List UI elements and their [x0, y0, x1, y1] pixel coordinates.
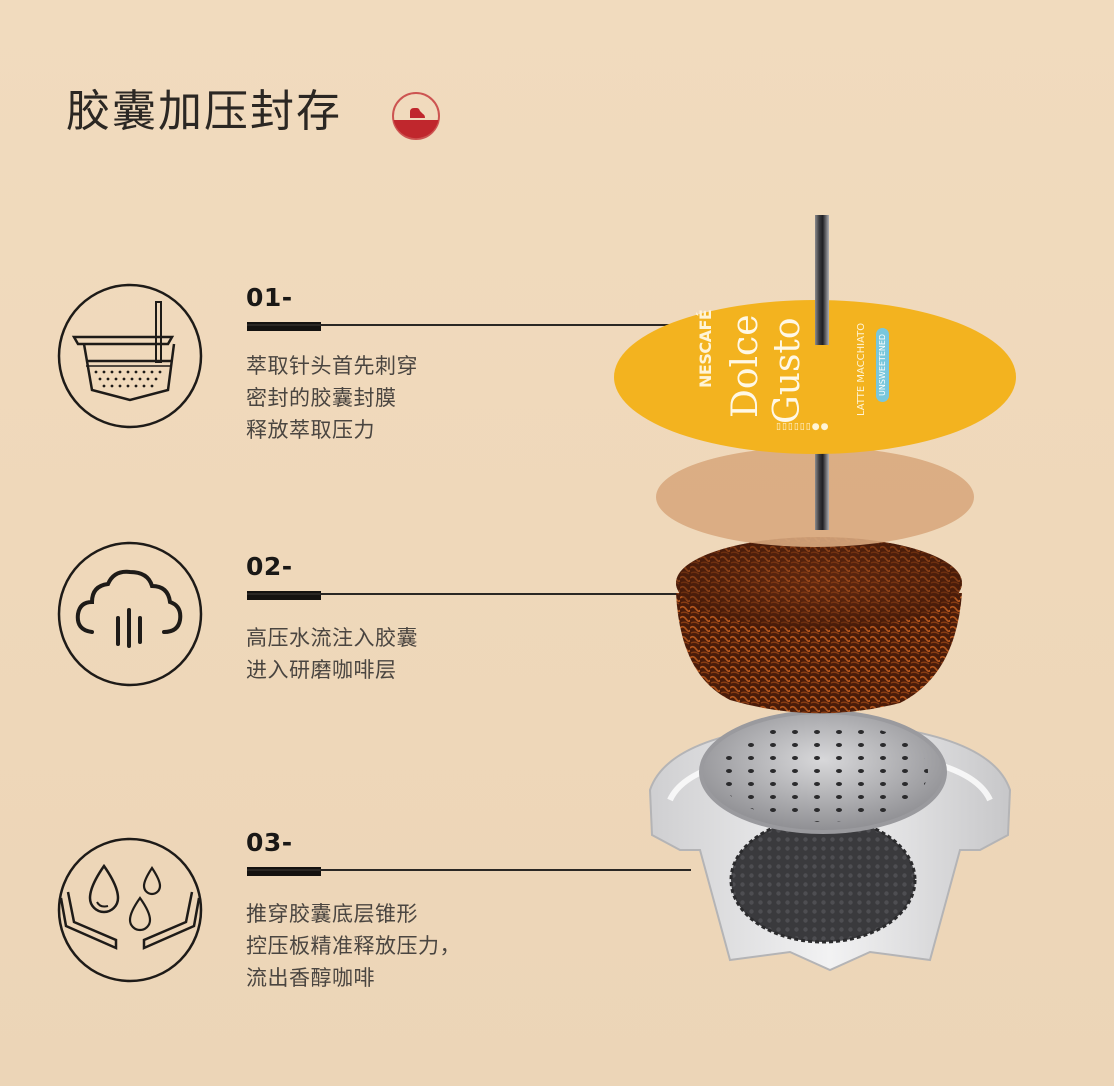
- step-line: 流出香醇咖啡: [246, 966, 375, 990]
- step-number: 01-: [246, 283, 293, 312]
- step-line: 高压水流注入胶囊: [246, 626, 418, 650]
- brand-label: NESCAFÉ: [696, 309, 715, 388]
- variety-label: LATTE MACCHIATO: [856, 322, 867, 416]
- connector-line: [247, 324, 677, 326]
- step-line: 萃取针头首先刺穿: [246, 354, 418, 378]
- step-line: 释放萃取压力: [246, 418, 375, 442]
- extraction-needle: [815, 448, 829, 530]
- step-line: 密封的胶囊封膜: [246, 386, 397, 410]
- step-line: 推穿胶囊底层锥形: [246, 902, 418, 926]
- step-bar-thick: [247, 867, 321, 876]
- step-description: 萃取针头首先刺穿 密封的胶囊封膜 释放萃取压力: [246, 350, 418, 446]
- connector-line: [247, 593, 677, 595]
- unsweetened-badge: UNSWEETENED: [876, 327, 889, 402]
- connector-line: [247, 869, 691, 871]
- water-drops-icon: [57, 837, 203, 983]
- step-line: 进入研磨咖啡层: [246, 658, 397, 682]
- step-bar-thick: [247, 591, 321, 600]
- step-description: 推穿胶囊底层锥形 控压板精准释放压力， 流出香醇咖啡: [246, 898, 461, 994]
- coffee-grounds-illustration: [676, 537, 962, 714]
- step-number: 02-: [246, 552, 293, 581]
- step-line: 控压板精准释放压力，: [246, 934, 461, 958]
- capsule-filter-needle-icon: [57, 283, 203, 429]
- product-line-1: Dolce: [725, 314, 766, 418]
- step-number: 03-: [246, 828, 293, 857]
- intensity-dots: ▯▯▯▯▯▯●●: [776, 422, 830, 432]
- extraction-needle-top: [815, 215, 829, 345]
- lid-label: NESCAFÉ Dolce Gusto LATTE MACCHIATO UNSW…: [696, 310, 926, 440]
- steam-cloud-icon: [57, 541, 203, 687]
- page-title: 胶囊加压封存: [66, 86, 342, 137]
- capsule-cup-illustration: [648, 710, 1012, 972]
- product-line-2: Gusto: [767, 317, 808, 424]
- step-bar-thick: [247, 322, 321, 331]
- step-description: 高压水流注入胶囊 进入研磨咖啡层: [246, 622, 418, 686]
- pressure-gauge-icon: [392, 92, 440, 140]
